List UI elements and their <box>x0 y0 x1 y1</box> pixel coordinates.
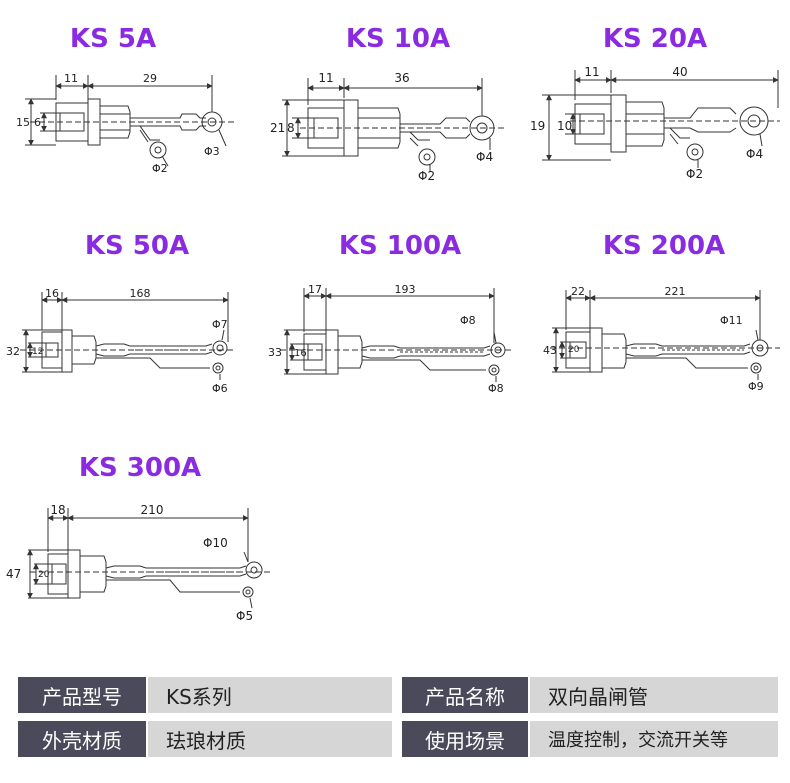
dim-ks300a-w: 20 <box>38 570 50 580</box>
dim-ks5a-w: 6 <box>34 116 41 129</box>
dim-ks50a-phi-big: Φ7 <box>212 318 228 331</box>
model-title-ks50a: KS 50A <box>84 231 190 261</box>
dim-ks100a-phi-big: Φ8 <box>460 314 476 327</box>
dim-ks200a-phi-big: Φ11 <box>720 314 743 327</box>
dim-ks5a-a: 11 <box>64 72 78 85</box>
stud-body <box>303 329 363 375</box>
terminal-lead <box>95 340 228 374</box>
dim-ks100a-phi-small: Φ8 <box>488 382 504 395</box>
model-title-ks10a: KS 10A <box>345 24 451 54</box>
dim-ks10a-phi-big: Φ4 <box>476 150 493 164</box>
terminal-lead <box>361 342 506 376</box>
dim-ks5a-phi-big: Φ3 <box>204 145 220 158</box>
dim-ks10a-w: 8 <box>287 121 295 135</box>
drawing-ks50a <box>20 292 236 380</box>
dim-ks300a-b: 210 <box>141 503 164 517</box>
dim-ks5a-b: 29 <box>143 72 157 85</box>
dim-ks10a-a: 11 <box>318 71 333 85</box>
dim-ks50a-a: 16 <box>45 287 59 300</box>
stud-body <box>565 327 627 373</box>
dim-ks20a-phi-small: Φ2 <box>686 167 703 181</box>
dim-ks300a-phi-big: Φ10 <box>203 536 228 550</box>
terminal-lead <box>625 339 769 374</box>
dim-ks20a-w: 10 <box>557 119 572 133</box>
dim-ks200a-b: 221 <box>665 285 686 298</box>
dim-ks100a-w: 16 <box>294 348 307 359</box>
terminal-lead <box>105 561 263 598</box>
dim-ks200a-h: 43 <box>543 344 557 357</box>
spec-label-model: 产品型号 <box>18 677 146 713</box>
model-title-ks5a: KS 5A <box>69 24 157 54</box>
stud-body <box>47 549 107 599</box>
drawing-ks5a <box>25 75 236 167</box>
spec-label-material: 外壳材质 <box>18 721 146 757</box>
dim-ks50a-b: 168 <box>130 287 151 300</box>
dim-ks300a-phi-small: Φ5 <box>236 609 253 623</box>
dim-ks100a-b: 193 <box>395 283 416 296</box>
dim-ks100a-h: 33 <box>268 346 282 359</box>
stud-body <box>574 94 665 153</box>
spec-label-usage: 使用场景 <box>402 721 528 757</box>
dim-ks300a-a: 18 <box>50 503 65 517</box>
model-title-ks300a: KS 300A <box>78 453 202 483</box>
dim-ks50a-w: 12 <box>32 347 43 357</box>
dim-ks50a-phi-small: Φ6 <box>212 382 228 395</box>
dim-ks50a-h: 32 <box>6 345 20 358</box>
model-title-ks20a: KS 20A <box>602 24 708 54</box>
model-title-ks200a: KS 200A <box>602 231 726 261</box>
spec-value-model: KS系列 <box>148 677 392 713</box>
spec-table: 产品型号 KS系列 使用场景 产品名称 双向晶闸管 外壳材质 珐琅材质 使用场景… <box>18 677 778 759</box>
spec-value-material: 珐琅材质 <box>148 721 392 757</box>
drawing-ks300a <box>27 508 270 609</box>
spec-value-usage: 温度控制，交流开关等 <box>530 721 778 757</box>
drawing-ks10a <box>282 78 506 172</box>
dim-ks20a-phi-big: Φ4 <box>746 147 763 161</box>
dim-ks100a-a: 17 <box>308 283 322 296</box>
dim-ks20a-h: 19 <box>530 119 545 133</box>
stud-body <box>41 329 97 373</box>
spec-value-product: 双向晶闸管 <box>530 677 778 713</box>
dim-ks10a-h: 21 <box>270 121 285 135</box>
drawing-ks100a <box>280 288 514 382</box>
dim-ks200a-w: 20 <box>568 345 580 355</box>
dim-ks20a-a: 11 <box>584 65 599 79</box>
dim-ks300a-h: 47 <box>6 567 21 581</box>
dimension-drawings: 11 29 15 6 Φ3 Φ2 11 36 21 8 Φ4 Φ2 <box>6 65 780 623</box>
drawing-ks200a <box>550 290 780 380</box>
model-title-ks100a: KS 100A <box>338 231 462 261</box>
dim-ks10a-phi-small: Φ2 <box>418 169 435 183</box>
dim-ks200a-a: 22 <box>571 285 585 298</box>
dim-ks5a-phi-small: Φ2 <box>152 162 168 175</box>
drawing-ks20a <box>542 70 780 168</box>
dim-ks10a-b: 36 <box>394 71 409 85</box>
dim-ks5a-h: 15 <box>16 116 30 129</box>
spec-label-product: 产品名称 <box>402 677 528 713</box>
dim-ks20a-b: 40 <box>672 65 687 79</box>
dim-ks200a-phi-small: Φ9 <box>748 380 764 393</box>
